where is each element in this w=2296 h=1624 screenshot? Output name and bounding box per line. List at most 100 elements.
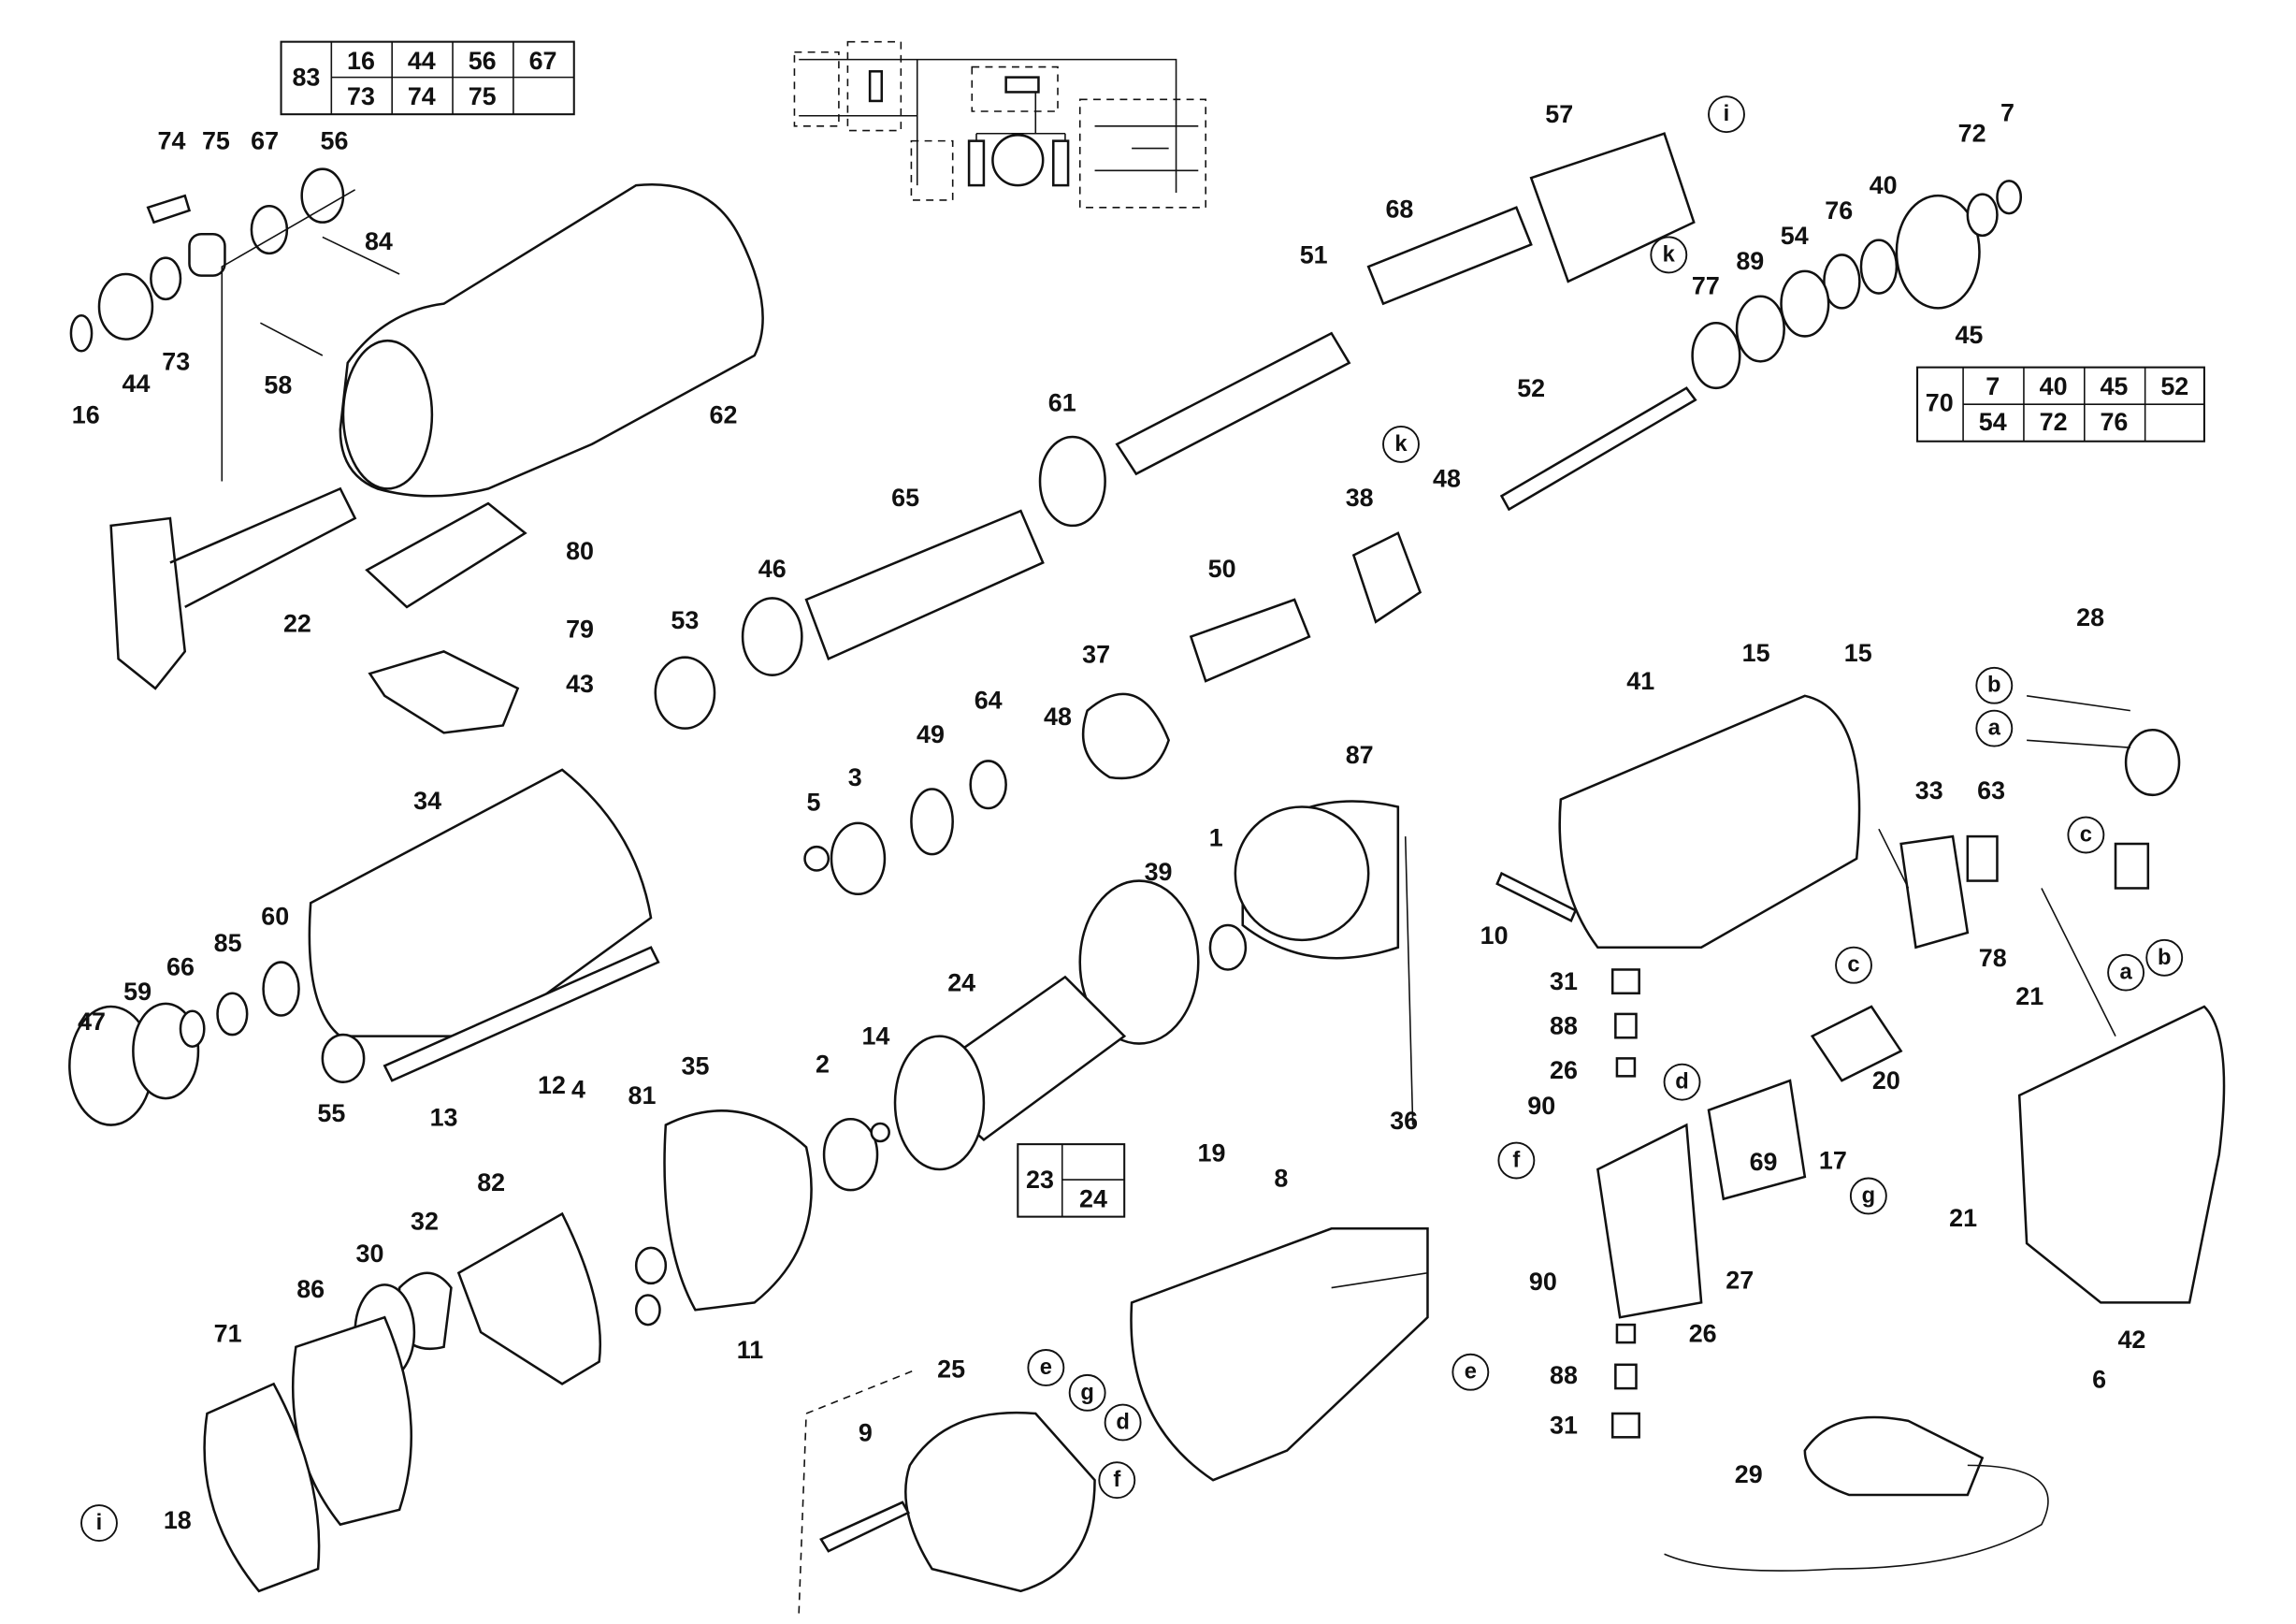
part-number-label: 59: [123, 978, 152, 1006]
connection-letter-label: f: [1113, 1468, 1120, 1492]
part-number-label: 17: [1819, 1147, 1847, 1175]
spring-68: [1366, 206, 1533, 306]
connection-letter-label: c: [2080, 823, 2092, 848]
part-number-label: 88: [1550, 1361, 1578, 1389]
part-number-label: 40: [1870, 171, 1898, 199]
part-number-label: 55: [317, 1099, 345, 1127]
part-number-label: 54: [1781, 222, 1809, 250]
part-number-label: 14: [861, 1022, 889, 1051]
connection-letter-label: a: [1988, 717, 2001, 741]
guide-57: [1529, 132, 1696, 283]
kit-table-83: 83 16 44 56 67 73 74 75: [280, 40, 575, 116]
part-number-label: 46: [758, 555, 787, 583]
part-number-label: 26: [1689, 1320, 1717, 1348]
part-number-label: 49: [917, 720, 945, 748]
tube-65: [804, 509, 1045, 660]
kit-cell: 56: [469, 47, 497, 75]
part-number-label: 89: [1736, 247, 1764, 275]
connection-letter-label: e: [1040, 1356, 1052, 1380]
part-number-label: 81: [628, 1081, 657, 1109]
part-number-label: 26: [1550, 1056, 1578, 1084]
part-number-label: 32: [411, 1207, 439, 1235]
field-25: [904, 1411, 1096, 1593]
part-number-label: 34: [413, 787, 441, 815]
part-number-label: 52: [1517, 374, 1545, 402]
kit-table-70-key: 70: [1926, 389, 1954, 417]
part-number-label: 74: [158, 127, 186, 155]
part-number-label: 88: [1550, 1012, 1578, 1040]
kit-table-70: 70 7 40 45 52 54 72 76: [1916, 366, 2205, 442]
connection-letter-label: e: [1465, 1360, 1477, 1385]
shoe-22: [109, 486, 357, 690]
kit-cell: 16: [347, 47, 375, 75]
part-number-label: 50: [1208, 555, 1236, 583]
part-number-label: 61: [1048, 389, 1076, 417]
part-number-label: 80: [566, 537, 594, 565]
kit-cell: 52: [2160, 372, 2188, 400]
part-number-label: 2: [816, 1051, 830, 1079]
plate-86: [291, 1315, 413, 1527]
part-number-label: 35: [682, 1051, 710, 1080]
kit-cell: 67: [529, 47, 557, 75]
part-number-label: 27: [1726, 1267, 1754, 1295]
part-number-label: 67: [251, 127, 279, 155]
handle-42: [2017, 1005, 2226, 1304]
part-number-label: 48: [1044, 703, 1072, 731]
part-number-label: 71: [214, 1320, 242, 1348]
part-number-label: 73: [162, 347, 190, 375]
connection-marker-circle: [1104, 1403, 1142, 1442]
part-number-label: 11: [737, 1336, 763, 1364]
gear-housing-62: [339, 183, 764, 498]
connection-marker-circle: [1663, 1063, 1701, 1101]
kit-cell: 54: [1979, 408, 2007, 436]
connection-marker-circle: [1068, 1373, 1106, 1412]
connection-letter-label: g: [1080, 1381, 1094, 1405]
cord-line: [1664, 1464, 2049, 1572]
connection-letter-label: a: [2119, 961, 2132, 985]
connection-letter-label: d: [1675, 1070, 1689, 1095]
part-number-label: 30: [356, 1240, 384, 1268]
connection-letter-label: c: [1847, 953, 1859, 978]
handle-cover-41: [1558, 694, 1861, 950]
connection-letter-label: k: [1663, 242, 1676, 267]
kit-cell: 76: [2100, 408, 2128, 436]
part-number-label: 85: [214, 929, 242, 957]
kit-cell: 40: [2040, 372, 2068, 400]
kit-table-23-key: 23: [1026, 1166, 1054, 1194]
kit-cell: 74: [408, 82, 436, 110]
connection-marker-circle: [1975, 666, 2014, 704]
part-number-label: 41: [1626, 667, 1654, 695]
part-number-label: 66: [166, 952, 195, 980]
part-number-label: 21: [1949, 1204, 1977, 1232]
part-number-label: 69: [1750, 1148, 1778, 1176]
part-number-label: 53: [671, 606, 699, 634]
lever-43: [368, 650, 520, 734]
connection-marker-circle: [1849, 1177, 1887, 1215]
part-number-label: 45: [1955, 321, 1983, 349]
part-number-label: 29: [1735, 1460, 1763, 1488]
connection-marker-circle: [1451, 1353, 1490, 1391]
part-number-label: 38: [1346, 484, 1374, 512]
rod-52: [1499, 386, 1697, 512]
part-number-label: 56: [321, 127, 349, 155]
part-number-label: 19: [1198, 1139, 1226, 1167]
part-number-label: 86: [296, 1275, 325, 1303]
part-number-label: 20: [1872, 1066, 1900, 1095]
part-number-label: 7: [2000, 99, 2014, 127]
wiring-schematic: [793, 40, 1206, 209]
connection-marker-circle: [1708, 95, 1745, 134]
part-number-label: 77: [1692, 272, 1720, 300]
connection-marker-circle: [1835, 946, 1872, 984]
part-number-label: 15: [1742, 639, 1770, 667]
housing-opening: [341, 339, 434, 490]
power-cord-29: [1803, 1415, 1985, 1497]
part-number-label: 10: [1480, 921, 1509, 950]
part-number-label: 84: [365, 227, 393, 255]
clamp-80: [365, 501, 527, 609]
kit-cell: 24: [1079, 1185, 1107, 1213]
part-number-label: 72: [1958, 120, 1986, 148]
connection-marker-circle: [1098, 1461, 1136, 1500]
part-number-label: 36: [1390, 1107, 1418, 1135]
part-number-label: 16: [72, 400, 100, 428]
motor-housing-36: [1130, 1227, 1429, 1482]
